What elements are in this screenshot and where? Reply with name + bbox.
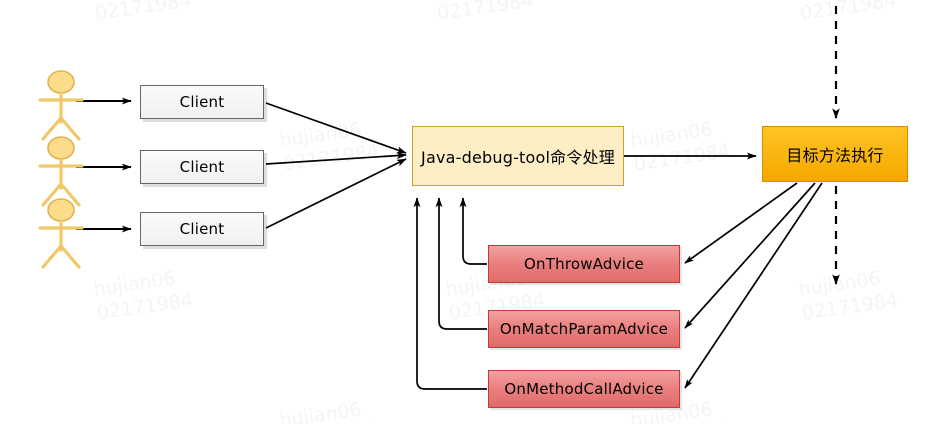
edge-target-onthrowadvice [684, 182, 798, 264]
java-debug-tool-command-box[interactable]: Java-debug-tool命令处理 [412, 126, 624, 186]
actor-3 [38, 198, 84, 269]
target-method-execution-label: 目标方法执行 [786, 146, 884, 165]
client-box-1[interactable]: Client [140, 85, 264, 119]
actor-figures [38, 70, 84, 269]
edge-client3-center [265, 158, 407, 229]
advice-box-onmethodcalladvice[interactable]: OnMethodCallAdvice [488, 370, 680, 408]
actor-1 [38, 70, 84, 141]
edge-onmethodcalladvice-center [413, 197, 487, 390]
advice-box-onthrowadvice[interactable]: OnThrowAdvice [488, 245, 680, 283]
advice-box-onthrowadvice-label: OnThrowAdvice [524, 255, 644, 273]
client-box-2[interactable]: Client [140, 150, 264, 184]
java-debug-tool-command-label: Java-debug-tool命令处理 [421, 148, 615, 167]
edge-onthrowadvice-center [459, 197, 487, 265]
client-box-3-label: Client [179, 220, 225, 238]
client-box-2-label: Client [179, 158, 225, 176]
actor-2 [38, 136, 84, 207]
edge-client1-center [265, 102, 407, 154]
target-method-execution-box[interactable]: 目标方法执行 [762, 126, 908, 182]
advice-box-onmatchparamadvice[interactable]: OnMatchParamAdvice [488, 310, 680, 348]
client-box-3[interactable]: Client [140, 212, 264, 246]
edge-target-onmethodcalladvice [684, 182, 823, 389]
edge-client2-center [265, 152, 407, 165]
advice-box-onmethodcalladvice-label: OnMethodCallAdvice [504, 380, 664, 398]
edge-actor-to-client-group [76, 97, 132, 233]
edge-target-to-advice-group [684, 182, 823, 389]
edge-client-to-center-group [265, 102, 407, 229]
edge-target-onmatchparamadvice [684, 182, 816, 329]
edge-onmatchparamadvice-center [435, 197, 487, 330]
edge-advice-to-center-group [413, 197, 487, 390]
client-box-1-label: Client [179, 93, 225, 111]
advice-box-onmatchparamadvice-label: OnMatchParamAdvice [499, 320, 669, 338]
